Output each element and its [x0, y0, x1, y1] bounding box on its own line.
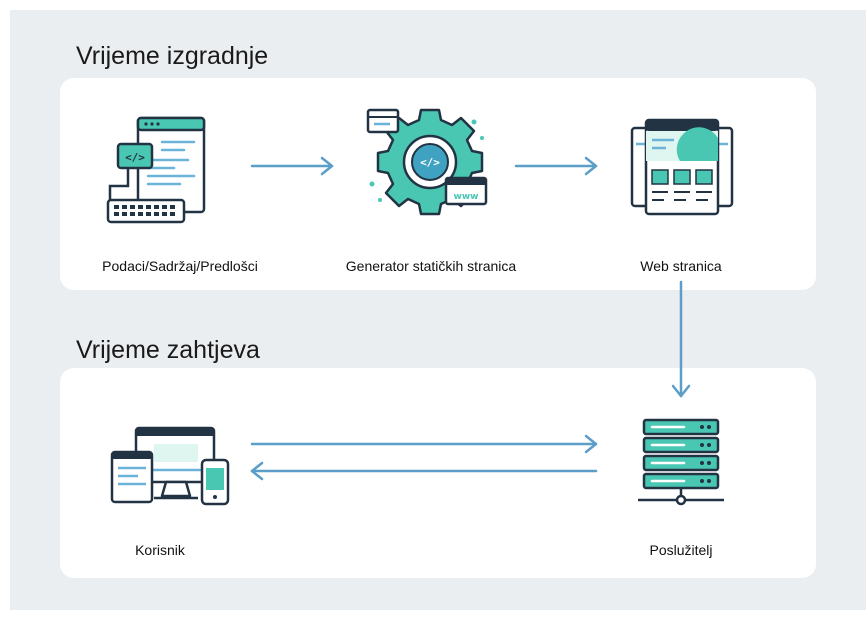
node-label-user: Korisnik [135, 542, 185, 558]
code-editor-keyboard-icon: </> [106, 116, 206, 224]
section-title-build-time: Vrijeme izgradnje [76, 42, 269, 70]
node-label-data: Podaci/Sadržaj/Predlošci [102, 258, 258, 274]
svg-text:</>: </> [125, 151, 145, 164]
node-label-generator: Generator statičkih stranica [345, 258, 517, 274]
node-label-website: Web stranica [640, 258, 722, 274]
arrow-user-to-server [250, 434, 598, 454]
svg-text:www: www [454, 192, 479, 202]
gear-code-icon: </> www [366, 108, 488, 216]
arrow-website-to-server [671, 280, 691, 398]
section-title-request-time: Vrijeme zahtjeva [76, 336, 260, 364]
arrow-generator-to-website [514, 156, 598, 176]
node-label-server: Poslužitelj [649, 542, 713, 558]
server-stack-icon [638, 418, 724, 506]
devices-icon [110, 426, 230, 506]
arrow-data-to-generator [250, 156, 334, 176]
web-pages-icon [630, 118, 734, 216]
svg-text:</>: </> [420, 156, 440, 169]
arrow-server-to-user [250, 461, 598, 481]
